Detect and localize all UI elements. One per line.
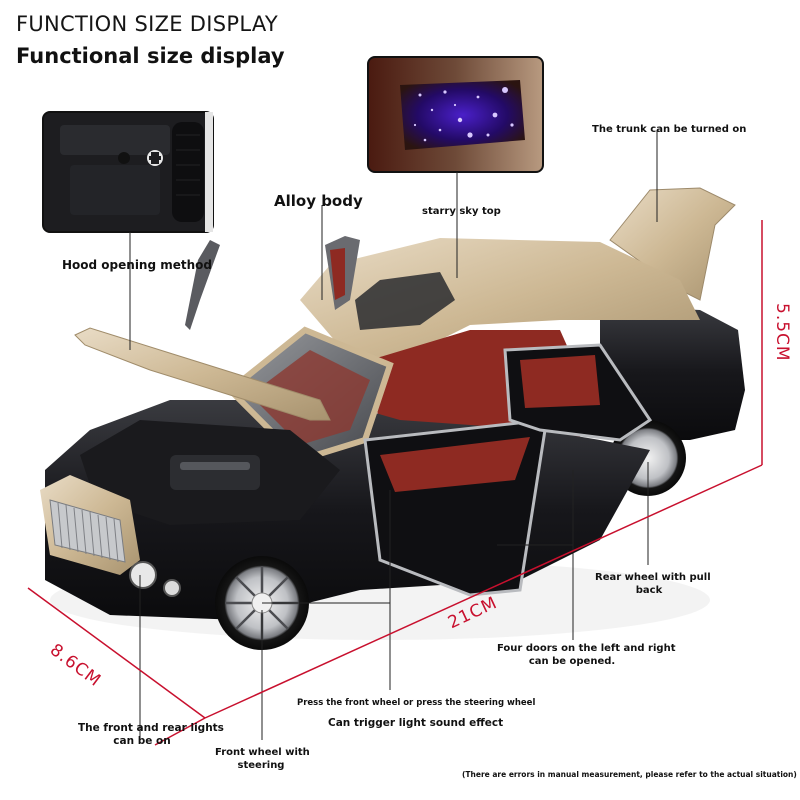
page-title: FUNCTION SIZE DISPLAY: [16, 12, 279, 36]
doors-callout: Four doors on the left and right can be …: [497, 642, 676, 668]
doors-callout-line2: can be opened.: [528, 656, 616, 667]
height-dimension-label: 5.5CM: [772, 303, 792, 362]
hood-mechanism-inset: [42, 111, 214, 233]
hood-callout: Hood opening method: [62, 258, 212, 272]
starry-sky-inset: [367, 56, 544, 173]
press-callout-line1: Press the front wheel or press the steer…: [297, 698, 536, 708]
steering-callout-line2: steering: [237, 760, 285, 771]
press-callout-line2: Can trigger light sound effect: [328, 717, 504, 729]
trunk-callout: The trunk can be turned on: [592, 124, 747, 135]
lights-callout-line2: can be on: [113, 735, 171, 747]
rear-wheel-callout-line1: Rear wheel with pull: [595, 572, 711, 583]
page-subtitle: Functional size display: [16, 44, 285, 68]
doors-callout-line1: Four doors on the left and right: [497, 643, 676, 654]
lights-callout-line1: The front and rear lights: [78, 722, 224, 734]
measurement-disclaimer: (There are errors in manual measurement,…: [462, 770, 797, 779]
lights-callout: The front and rear lights can be on: [78, 722, 224, 748]
rear-wheel-callout-line2: back: [635, 585, 663, 596]
starry-callout: starry sky top: [422, 206, 501, 217]
steering-callout-line1: Front wheel with: [215, 747, 310, 758]
alloy-callout: Alloy body: [274, 192, 363, 210]
steering-callout: Front wheel with steering: [215, 746, 310, 772]
rear-wheel-callout: Rear wheel with pull back: [595, 571, 711, 597]
